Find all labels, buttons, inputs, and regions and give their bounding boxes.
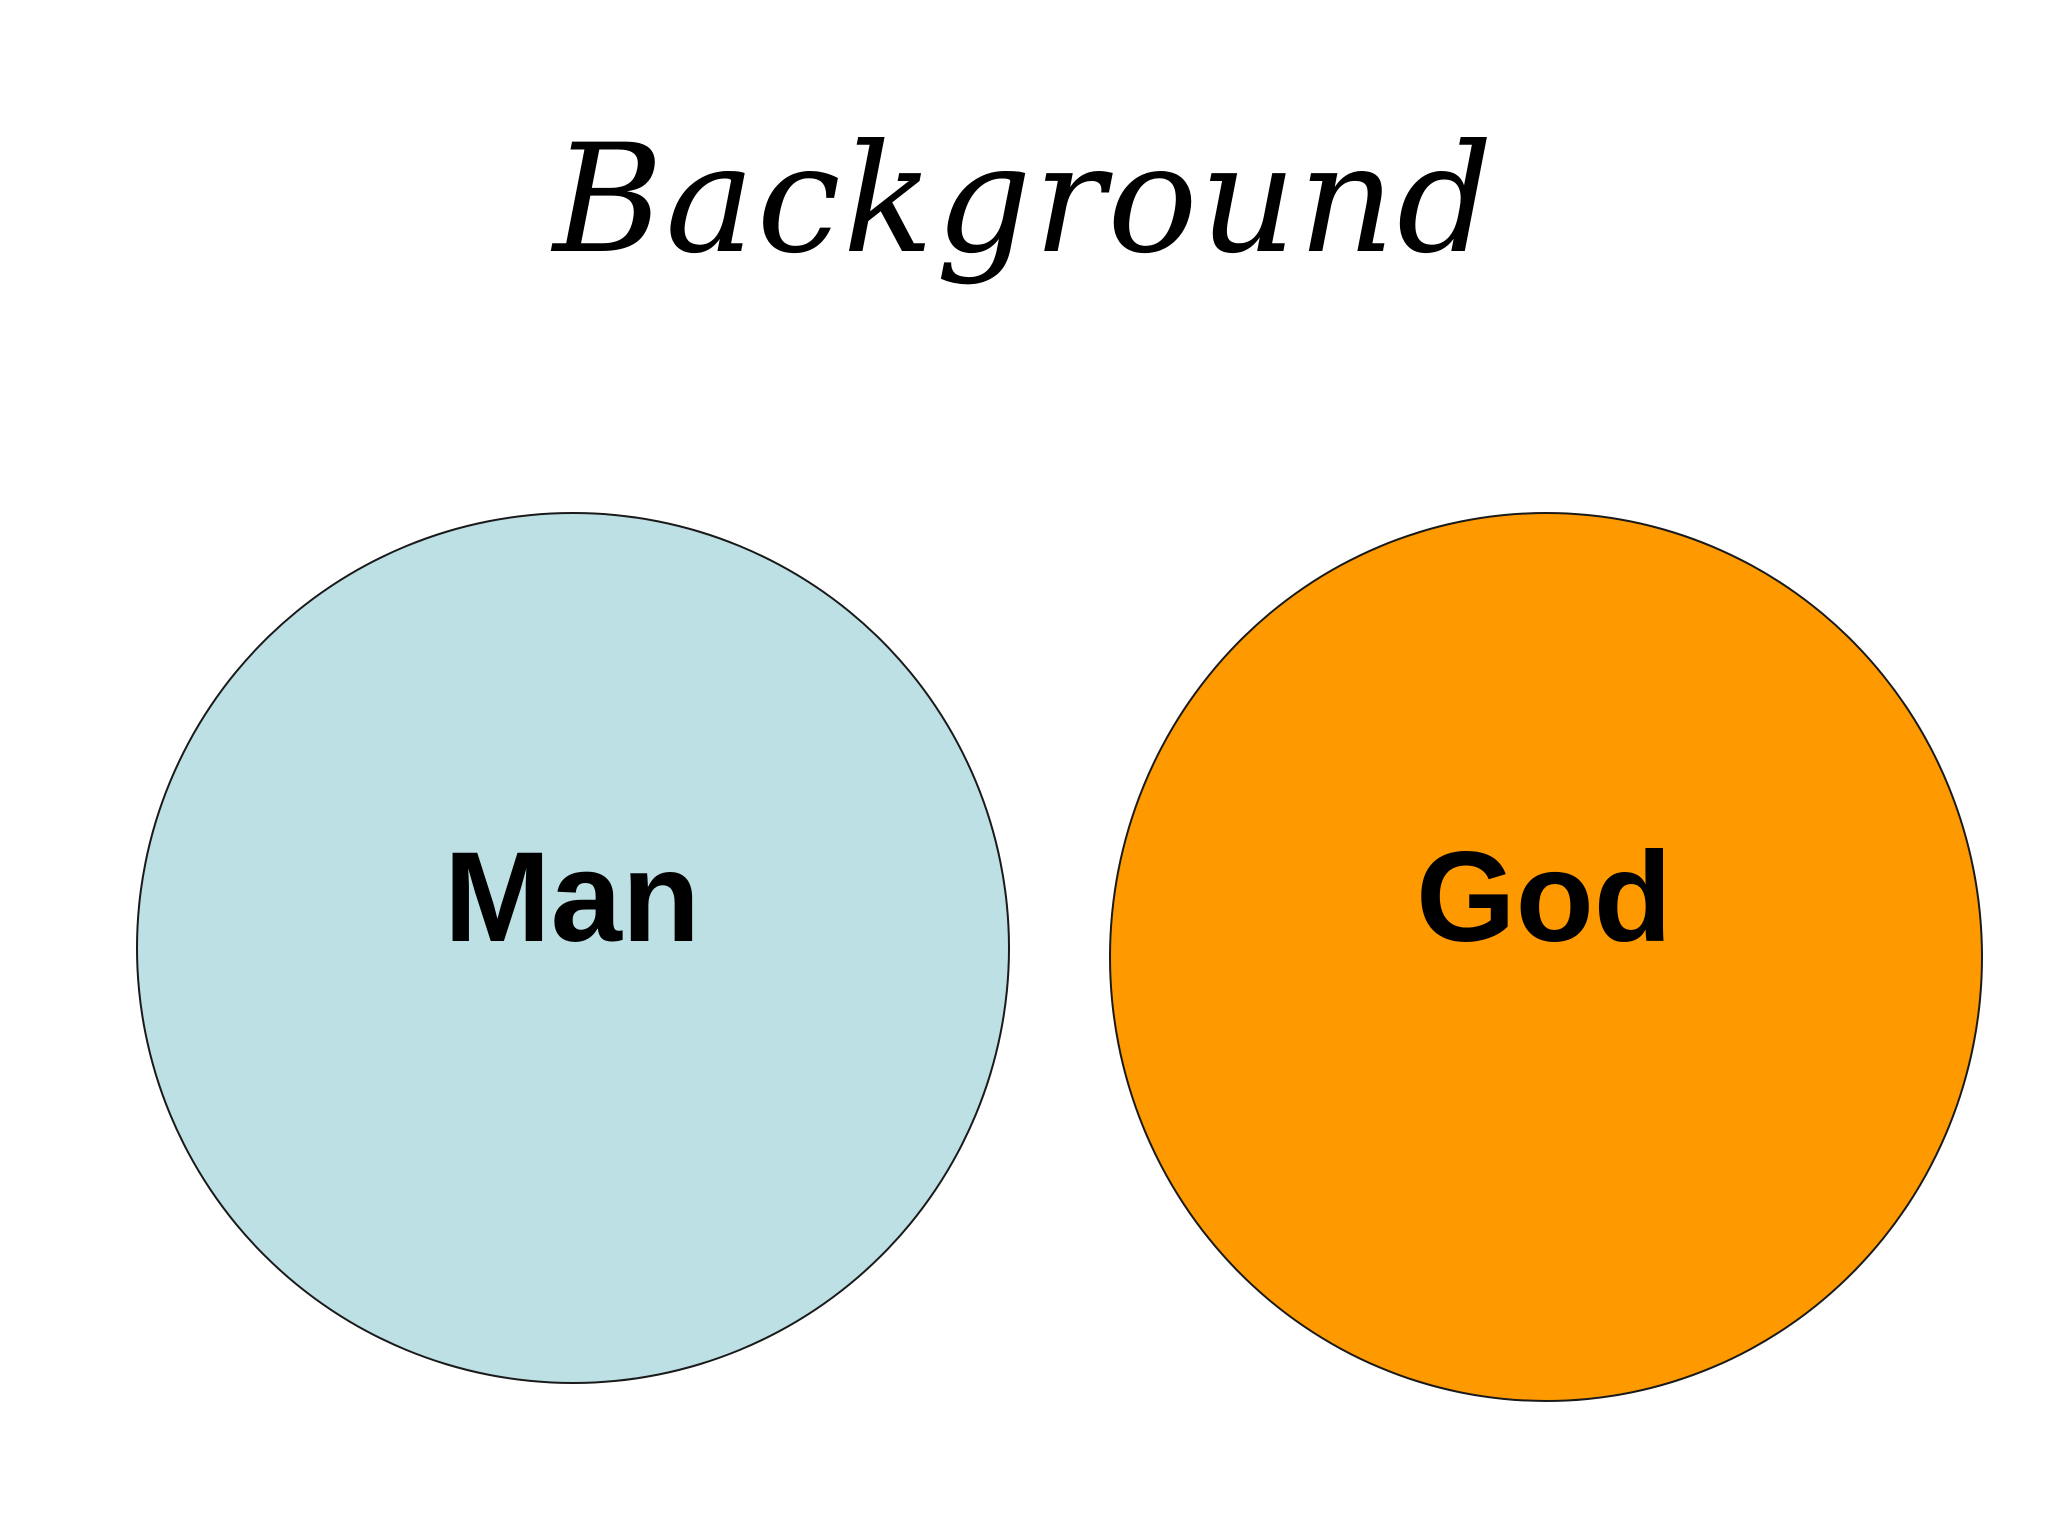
man-label: Man bbox=[444, 826, 700, 969]
god-label: God bbox=[1416, 826, 1672, 969]
slide-title: Background bbox=[553, 113, 1495, 287]
man-circle bbox=[136, 512, 1010, 1384]
god-circle bbox=[1109, 512, 1983, 1402]
